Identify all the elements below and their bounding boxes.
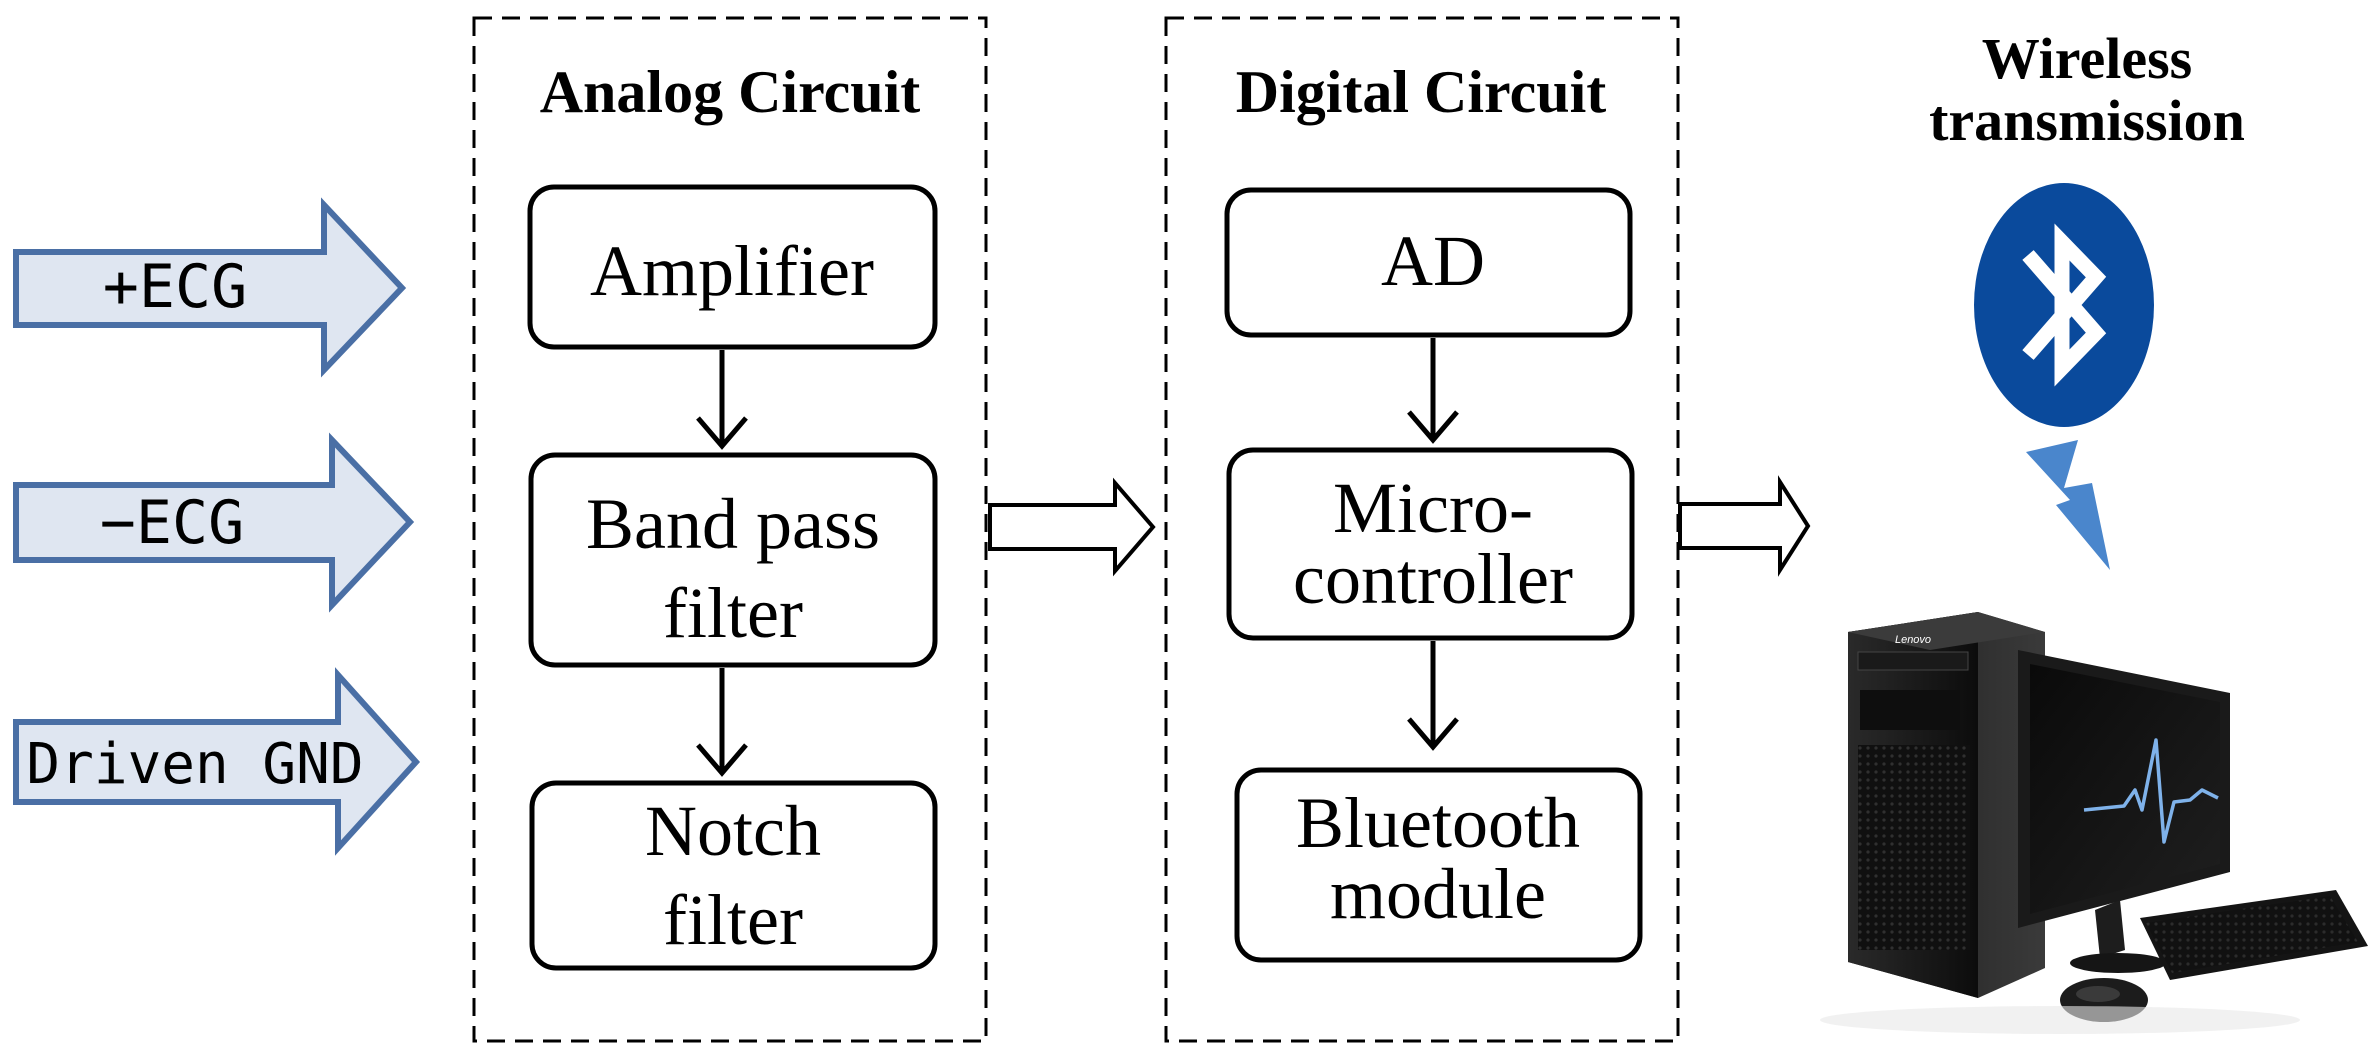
input-label-negative-ecg: −ECG	[100, 488, 245, 558]
notch-filter-block	[529, 780, 938, 971]
ad-block	[1224, 187, 1633, 338]
keyboard-keys	[2146, 896, 2358, 973]
input-arrow-positive-ecg: +ECG	[13, 197, 407, 378]
hollow-arrow-digital-to-wireless	[1678, 475, 1811, 577]
analog-circuit-group: Analog Circuit Amplifier Band pass filte…	[472, 16, 988, 1043]
microcontroller-block	[1226, 447, 1635, 641]
optical-drive	[1857, 651, 1969, 671]
band-pass-filter-block	[528, 452, 938, 668]
wireless-title-line1: Wireless	[1982, 26, 2193, 91]
input-arrow-negative-ecg: −ECG	[13, 432, 415, 613]
ecg-waveform-trace	[2083, 738, 2219, 844]
notch-filter-label-line1: Notch	[645, 791, 821, 871]
band-pass-filter-label-line2: filter	[663, 573, 803, 653]
analog-circuit-dashed-border	[472, 16, 988, 1043]
monitor-screen	[2030, 664, 2220, 914]
amplifier-block	[527, 184, 938, 350]
floor-reflection	[1820, 1006, 2300, 1034]
input-arrow-driven-gnd: Driven GND	[13, 667, 421, 856]
input-label-driven-gnd: Driven GND	[26, 732, 363, 797]
mouse-highlight	[2076, 986, 2120, 1002]
amplifier-label: Amplifier	[590, 231, 874, 311]
analog-circuit-title: Analog Circuit	[540, 59, 921, 125]
lightning-bolt-icon	[2026, 440, 2110, 570]
arrow-ad-to-microcontroller	[1407, 338, 1459, 444]
monitor-stand-neck	[2095, 900, 2125, 958]
microcontroller-label-line1: Micro-	[1333, 468, 1533, 548]
tower-mesh-grill	[1858, 745, 1970, 950]
arrow-microcontroller-to-bluetooth	[1407, 641, 1459, 751]
digital-circuit-group: Digital Circuit AD Micro- controller Blu…	[1164, 16, 1680, 1043]
bluetooth-module-label-line2: module	[1330, 854, 1546, 934]
notch-filter-label-line2: filter	[663, 880, 803, 960]
monitor-stand-base	[2070, 953, 2166, 973]
microcontroller-label-line2: controller	[1293, 539, 1573, 619]
brand-label: Lenovo	[1895, 634, 1931, 646]
arrow-amplifier-to-bandpass	[696, 350, 748, 450]
bluetooth-module-label-line1: Bluetooth	[1296, 783, 1580, 863]
desktop-computer-icon: Lenovo	[1820, 612, 2368, 1034]
arrow-bandpass-to-notch	[696, 668, 748, 777]
bluetooth-module-block	[1234, 767, 1643, 963]
wireless-title-line2: transmission	[1929, 88, 2245, 153]
input-label-positive-ecg: +ECG	[103, 252, 248, 322]
digital-circuit-title: Digital Circuit	[1236, 59, 1607, 125]
ad-label: AD	[1381, 221, 1485, 301]
band-pass-filter-label-line1: Band pass	[586, 484, 880, 564]
bluetooth-icon	[1974, 183, 2154, 427]
tower-top	[1848, 612, 2045, 650]
hollow-arrow-analog-to-digital	[988, 477, 1156, 577]
front-panel	[1860, 690, 1960, 730]
